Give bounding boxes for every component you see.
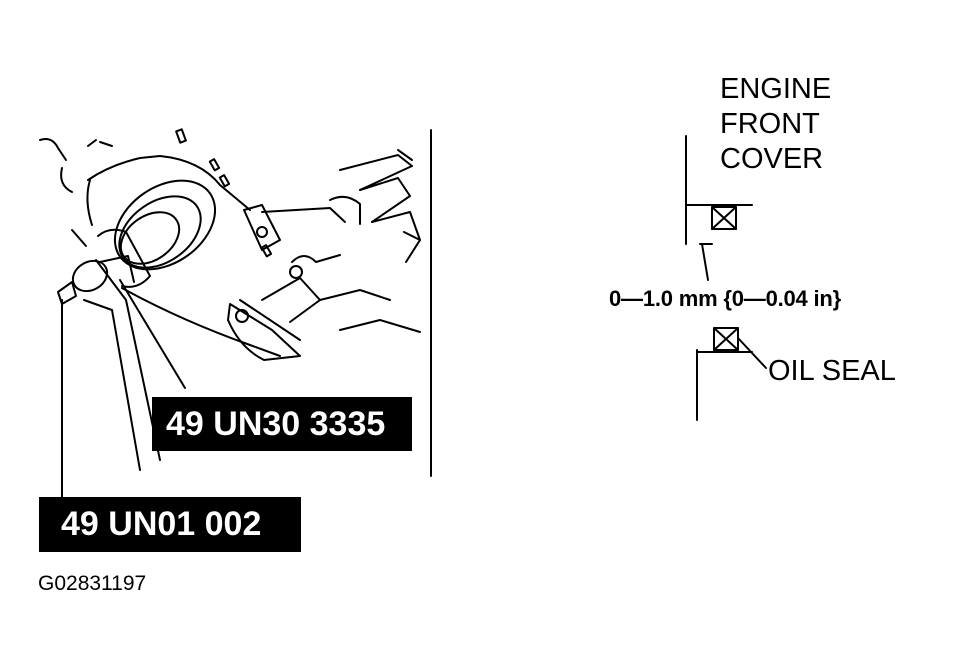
clearance-leader <box>701 243 709 281</box>
leader-line-upper <box>119 279 186 389</box>
engine-bracket-assembly <box>227 149 421 361</box>
engine-front-cover-line2: FRONT <box>720 108 820 140</box>
engine-front-cover-label: ENGINE FRONT COVER <box>720 72 831 177</box>
seal-section-upper <box>711 206 737 230</box>
clearance-spec-label: 0—1.0 mm {0—0.04 in} <box>609 286 842 311</box>
engine-housing <box>39 128 301 357</box>
oil-seal-leader <box>737 337 767 369</box>
figure-id: G02831197 <box>38 572 147 595</box>
engine-front-cover-line3: COVER <box>720 143 824 175</box>
tool-callout-lower: 49 UN01 002 <box>39 497 301 552</box>
engine-front-cover-line1: ENGINE <box>720 73 832 105</box>
oil-seal-label: OIL SEAL <box>768 355 896 387</box>
tool-callout-upper: 49 UN30 3335 <box>152 397 412 451</box>
oil-seal-detail <box>685 135 767 421</box>
seal-installer-tool <box>57 255 161 471</box>
crankshaft-pulley-boss <box>97 179 217 288</box>
